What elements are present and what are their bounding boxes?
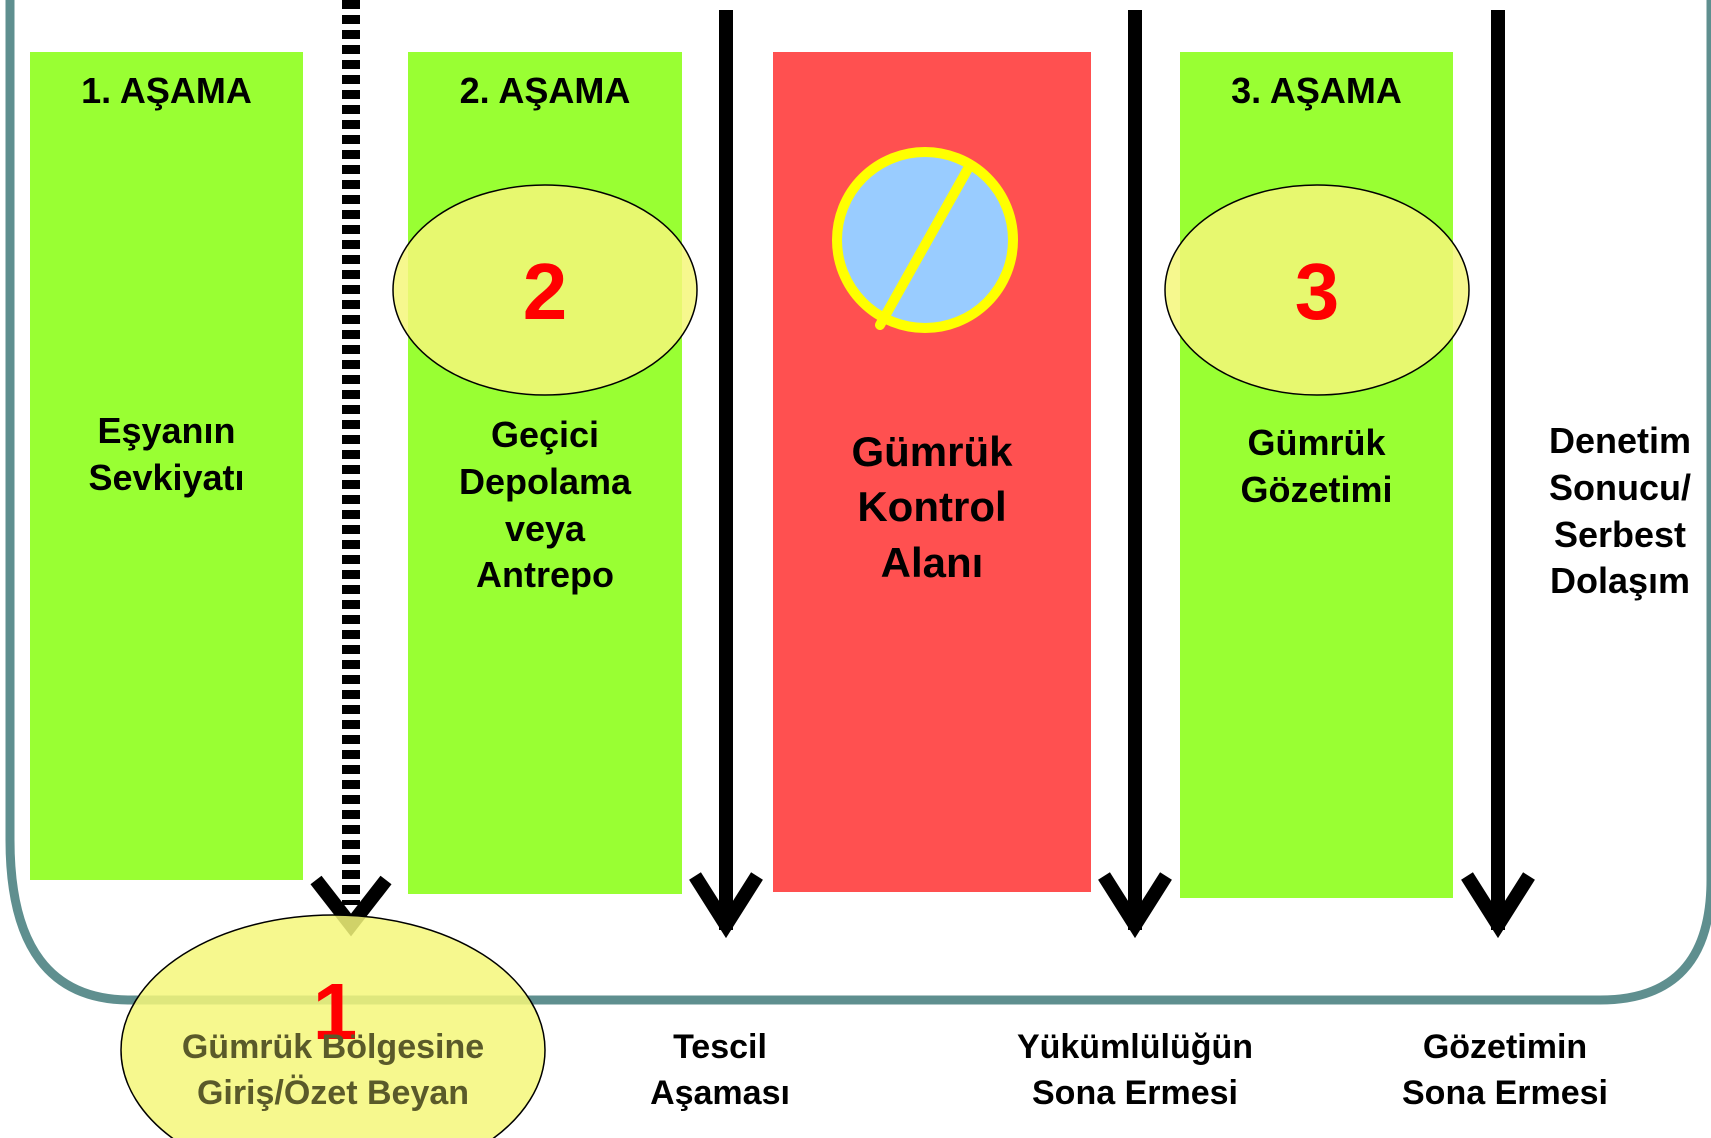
stage-3-title: 3. AŞAMA — [1231, 70, 1402, 111]
down-arrow-icon — [310, 0, 392, 937]
outcome-body: Denetim Sonucu/ Serbest Dolaşım — [1548, 420, 1692, 602]
stage-2-ellipse — [392, 184, 698, 396]
down-arrow-icon — [689, 10, 763, 939]
control-area-body: Gümrük Kontrol Alanı — [851, 428, 1013, 586]
down-arrow-icon — [1461, 10, 1535, 939]
stage-1-body: Eşyanın Sevkiyatı — [88, 410, 245, 498]
stage-2-body: Geçici Depolama veya Antrepo — [458, 414, 632, 596]
stage-3-ellipse — [1164, 184, 1470, 396]
stage-3-body: Gümrük Gözetimi — [1240, 422, 1393, 510]
bottom-label-obligation-end: Yükümlülüğün Sona Ermesi — [1016, 1028, 1254, 1112]
stage-1-bottom-badge: 1 — [312, 967, 358, 1056]
stage-1-bottom-ellipse — [120, 914, 546, 1138]
bottom-label-entry: Gümrük Bölgesine Giriş/Özet Beyan — [181, 1028, 485, 1112]
bottom-label-supervision-end: Gözetimin Sona Ermesi — [1402, 1028, 1608, 1112]
stage-1-title: 1. AŞAMA — [81, 70, 252, 111]
no-entry-icon — [832, 147, 1018, 333]
stage-3-badge: 3 — [1294, 247, 1340, 336]
stage-2-title: 2. AŞAMA — [459, 70, 631, 111]
stage-1-column — [30, 52, 303, 880]
stage-2-badge: 2 — [522, 247, 568, 336]
down-arrow-icon — [1098, 10, 1172, 939]
bottom-label-registration: Tescil Aşaması — [650, 1028, 790, 1112]
process-frame — [5, 0, 1711, 1005]
